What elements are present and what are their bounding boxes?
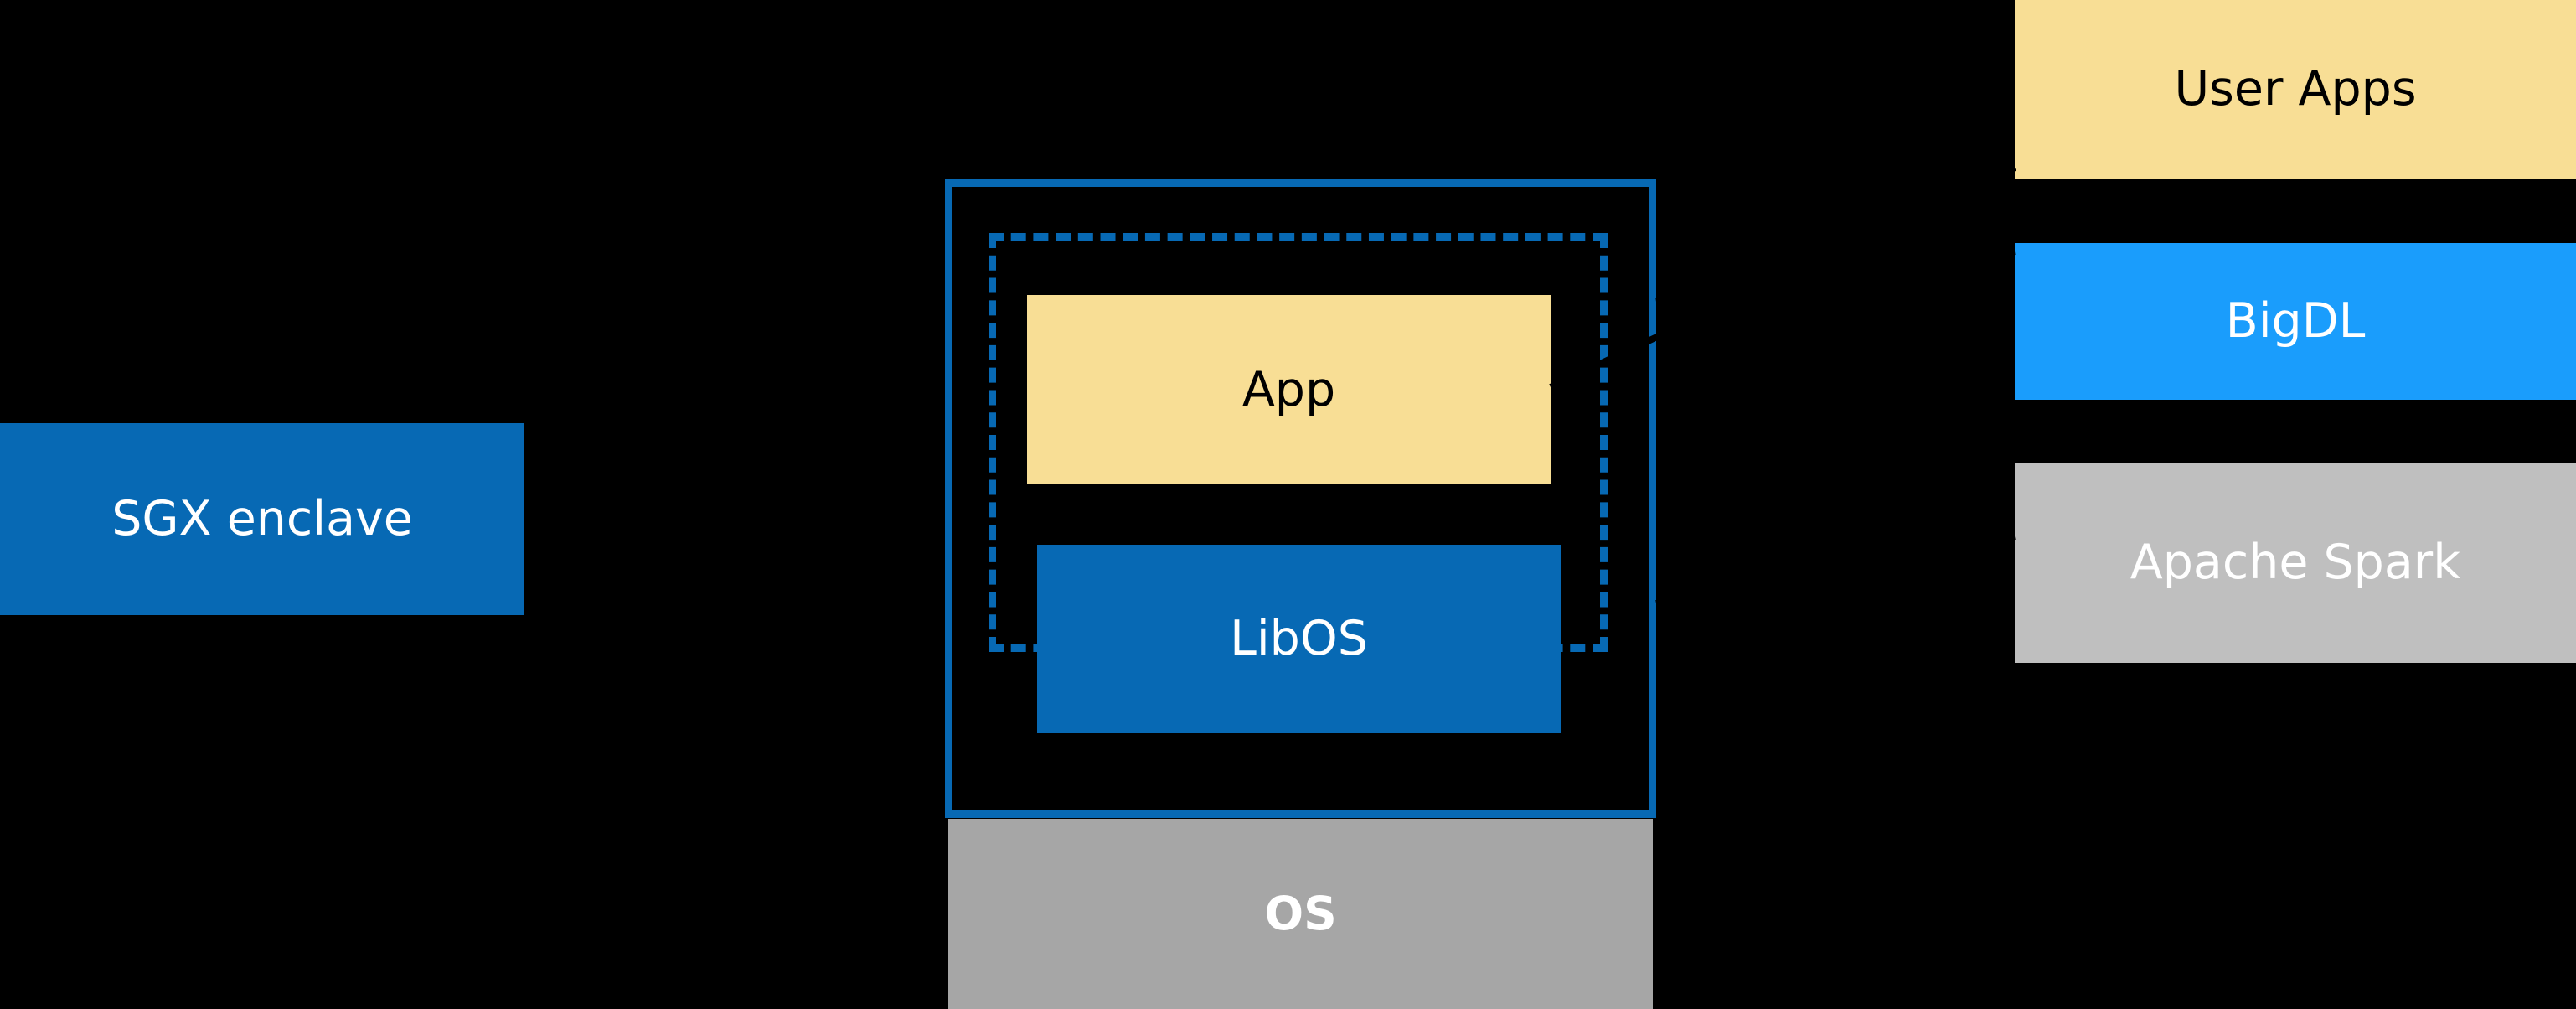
user-apps-label: User Apps — [2174, 61, 2417, 117]
enclave-outer-frame — [945, 179, 1656, 818]
libos-box: LibOS — [1037, 545, 1561, 733]
sgx-enclave-box: SGX enclave — [0, 423, 524, 615]
user-apps-box: User Apps — [2015, 0, 2576, 179]
sgx-enclave-label: SGX enclave — [111, 491, 413, 547]
app-label: App — [1242, 361, 1336, 417]
connector-enclave-frame-to-bigdl — [1655, 248, 2016, 607]
bigdl-label: BigDL — [2225, 293, 2366, 349]
libos-label: LibOS — [1230, 611, 1368, 667]
apache-spark-box: Apache Spark — [2015, 463, 2576, 663]
app-box: App — [1027, 295, 1551, 484]
apache-spark-label: Apache Spark — [2129, 535, 2461, 591]
os-label: OS — [1264, 887, 1337, 941]
os-box: OS — [948, 819, 1653, 1009]
connector-sgx-enclave-to-enclave-frame — [524, 503, 945, 531]
bigdl-box: BigDL — [2015, 243, 2576, 400]
